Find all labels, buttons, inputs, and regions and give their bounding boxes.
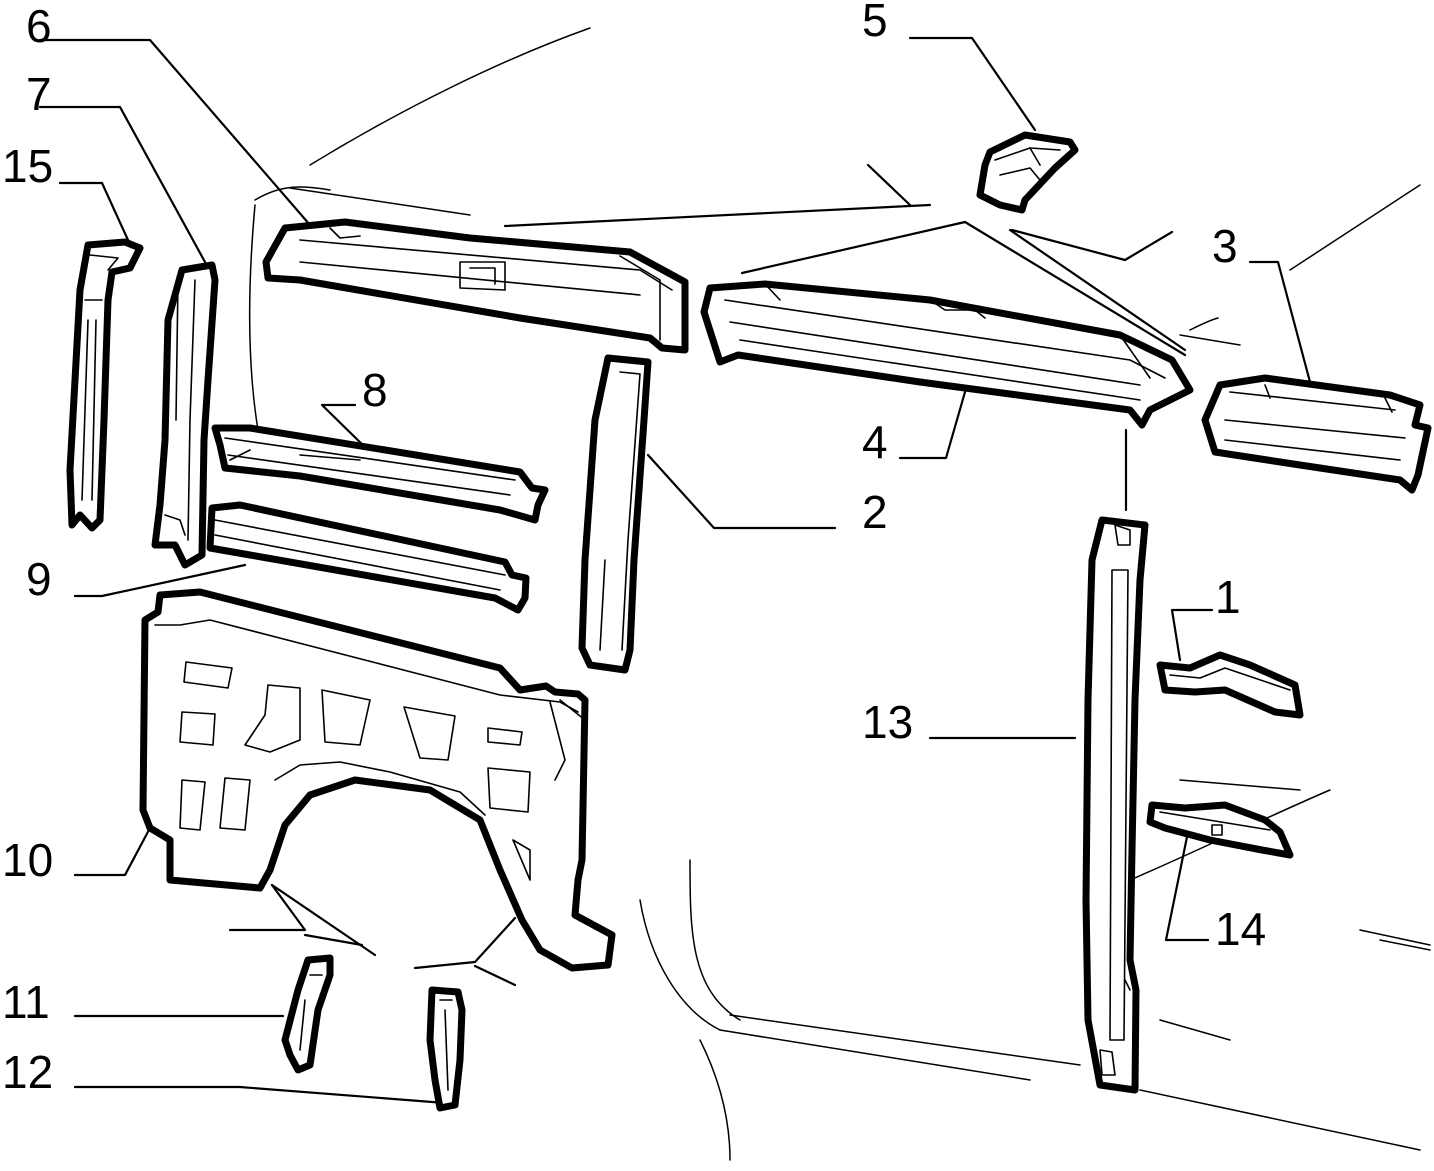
callout-12: 12 [2, 1046, 53, 1098]
callout-13: 13 [862, 696, 913, 748]
part-9-cross-member [206, 501, 530, 614]
part-1-bracket [1156, 651, 1304, 719]
part-8-cross-member [211, 424, 549, 524]
callout-4: 4 [862, 416, 888, 468]
part-13-pillar [1082, 516, 1149, 1094]
leader-12 [73, 1085, 447, 1105]
callout-15: 15 [2, 140, 53, 192]
leader-10 [73, 826, 152, 877]
part-7-pillar [151, 261, 219, 569]
callout-8: 8 [362, 364, 388, 416]
callout-10: 10 [2, 834, 53, 886]
callout-1: 1 [1215, 571, 1241, 623]
callout-2: 2 [862, 486, 888, 538]
callout-6: 6 [26, 0, 52, 52]
leader-14 [1164, 830, 1210, 942]
leader-3 [1248, 260, 1312, 384]
callout-11: 11 [2, 976, 50, 1028]
callout-3: 3 [1212, 220, 1238, 272]
part-12-bracket [426, 986, 466, 1112]
callout-7: 7 [26, 68, 52, 120]
part-14-bracket [1146, 801, 1294, 859]
callout-5: 5 [862, 0, 888, 46]
part-6-upper-cross-member [262, 218, 689, 354]
part-5-bracket [976, 131, 1079, 214]
part-10-rear-panel [139, 588, 616, 972]
leader-2 [646, 453, 837, 530]
callout-labels: 1 2 3 4 5 6 7 8 9 10 11 12 13 14 15 [2, 0, 1266, 1098]
callout-9: 9 [26, 553, 52, 605]
leader-6 [38, 38, 312, 227]
part-4-upper-cross-member [700, 280, 1194, 429]
leader-4 [898, 390, 967, 460]
part-15-pillar [66, 238, 144, 532]
body-outline [249, 27, 1431, 1161]
part-2-pillar [578, 354, 652, 674]
leader-5 [908, 36, 1037, 132]
leader-8 [320, 403, 372, 454]
callout-14: 14 [1215, 903, 1266, 955]
leader-1 [1170, 608, 1214, 662]
leader-lines [38, 36, 1312, 1105]
leader-15 [58, 181, 130, 242]
leader-7 [38, 105, 207, 264]
leader-9 [73, 563, 247, 598]
part-11-bracket [281, 954, 334, 1074]
part-3-cross-panel [1201, 374, 1432, 494]
